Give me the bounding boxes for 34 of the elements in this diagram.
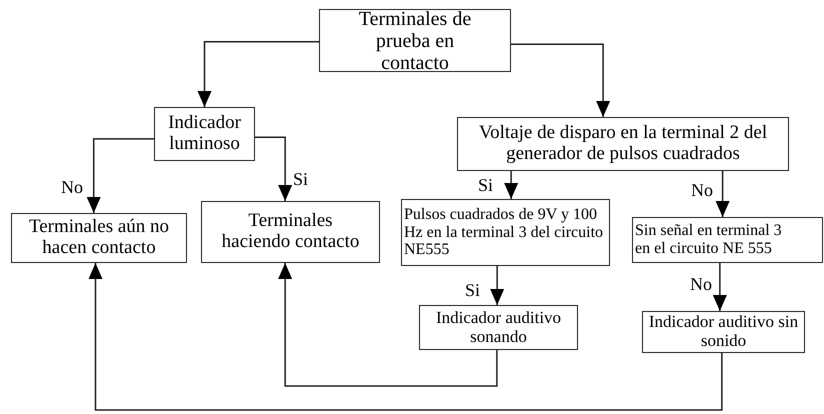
edge-label: Si: [292, 170, 310, 188]
box-text: Indicador auditivo sonando: [434, 308, 562, 346]
arrow: [86, 138, 154, 213]
process-box: [154, 107, 255, 161]
arrow: [511, 44, 610, 117]
box-text: Terminales aún no hacen contacto: [28, 217, 170, 259]
box-text: Terminales de prueba en contacto: [358, 8, 472, 74]
process-box: [11, 213, 187, 263]
box-text: Voltaje de disparo en la terminal 2 del generador de pulsos cuadrados: [478, 123, 768, 165]
arrow: [255, 136, 292, 201]
box-text: Indicador auditivo sin sonido: [648, 313, 800, 351]
process-box: [419, 305, 578, 350]
edge-label: Si: [477, 176, 494, 194]
edge-label: Si: [464, 281, 482, 299]
edge-label: No: [690, 181, 714, 199]
arrow: [278, 263, 498, 387]
arrow: [504, 171, 518, 199]
arrow: [490, 266, 504, 305]
process-box: [319, 9, 511, 72]
arrow: [716, 171, 730, 217]
process-box: [201, 201, 380, 263]
arrow: [88, 263, 723, 411]
process-box: [401, 199, 610, 266]
process-box: [632, 217, 823, 263]
edge-label: No: [689, 275, 713, 293]
arrow: [198, 41, 319, 107]
box-text: Pulsos cuadrados de 9V y 100 Hz en la terminal 3 del circuito NE555: [404, 206, 604, 259]
box-text: Indicador luminoso: [167, 113, 242, 155]
process-box: [457, 117, 789, 171]
arrow: [712, 263, 727, 311]
box-text: Sin señal en terminal 3 en el circuito NE 555: [635, 222, 783, 258]
process-box: [642, 311, 805, 353]
box-text: Terminales haciendo contacto: [220, 211, 360, 253]
edge-label: No: [60, 178, 84, 196]
